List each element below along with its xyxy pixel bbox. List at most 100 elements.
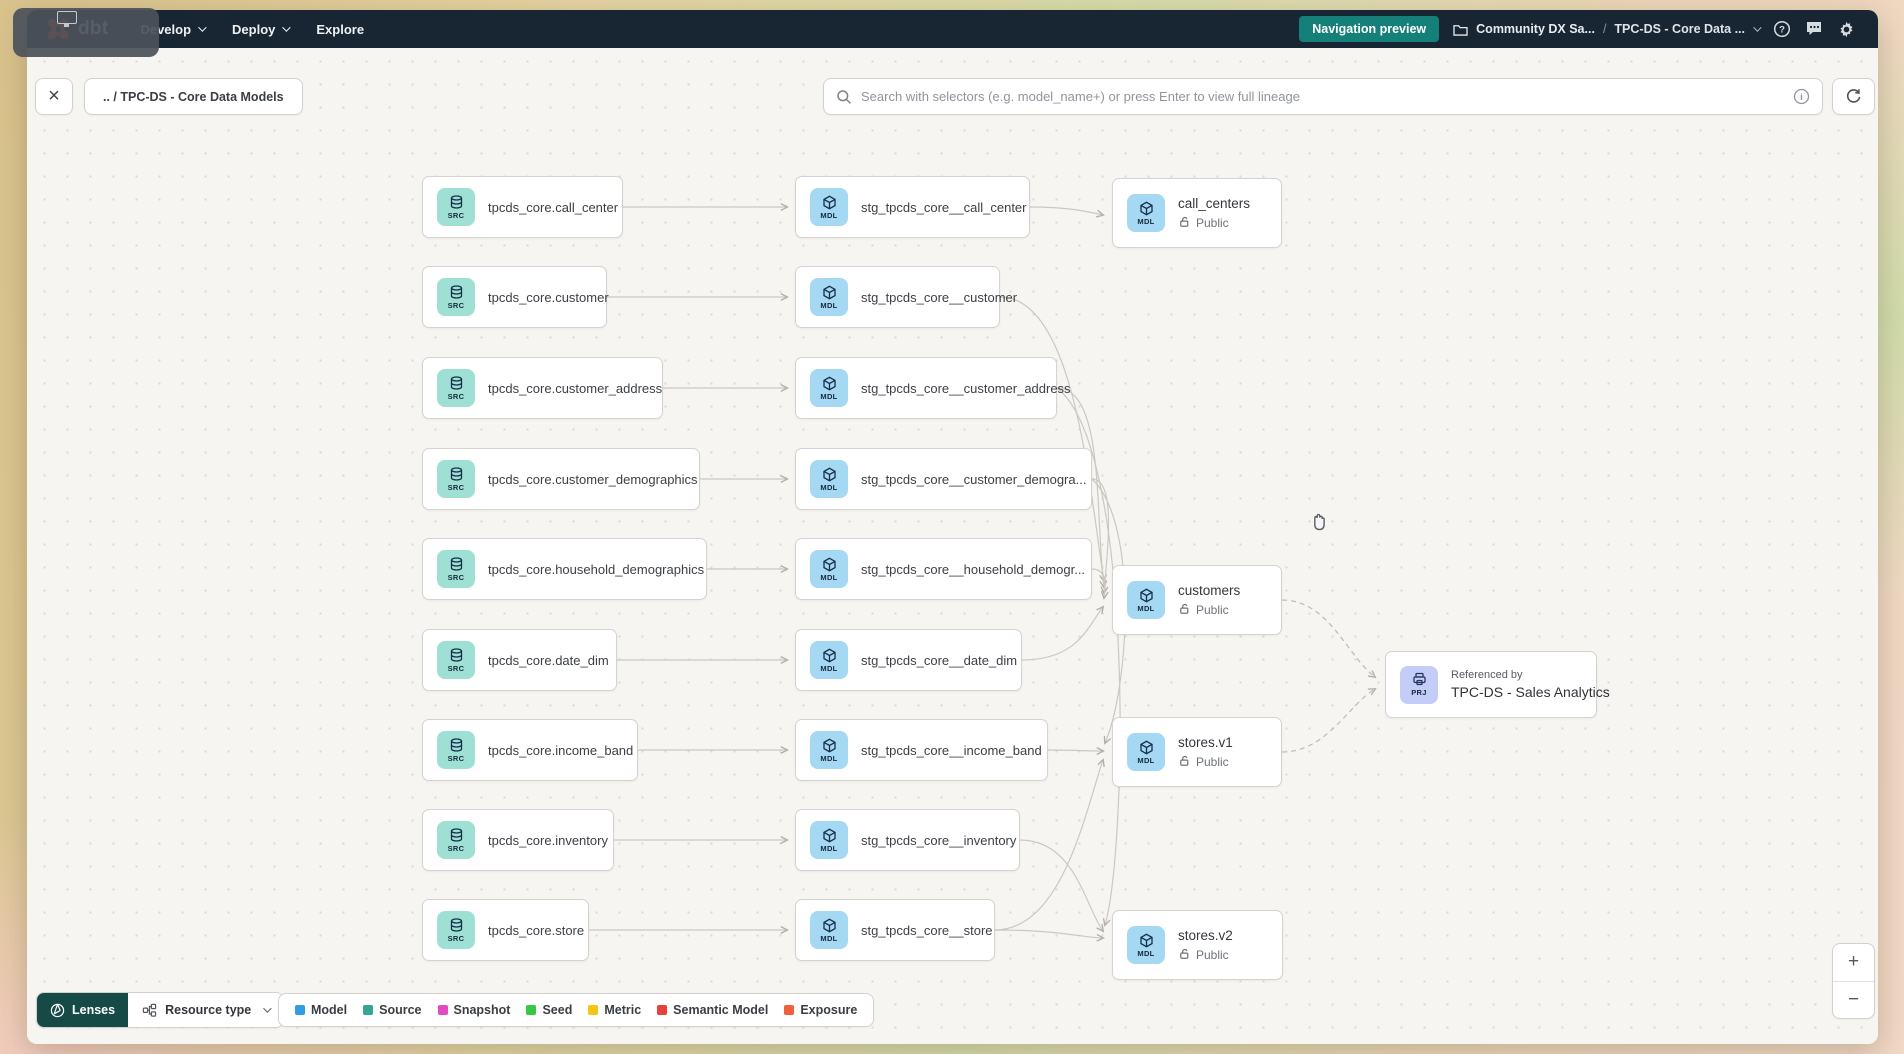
exposure-swatch <box>784 1005 795 1015</box>
chevron-down-icon <box>263 1004 272 1013</box>
model-icon: MDL <box>810 911 848 949</box>
chevron-down-icon[interactable] <box>1753 23 1762 32</box>
folder-icon <box>1453 24 1468 36</box>
source-icon: SRC <box>437 731 475 769</box>
breadcrumb: Community DX Sa... / TPC-DS - Core Data … <box>1453 22 1762 36</box>
zoom-out-button[interactable]: − <box>1847 988 1860 1010</box>
access-badge: Public <box>1196 602 1229 617</box>
feedback-icon[interactable] <box>1805 20 1823 38</box>
snapshot-swatch <box>437 1005 448 1015</box>
model-swatch <box>295 1005 305 1015</box>
source-icon: SRC <box>437 641 475 679</box>
lenses-toolbar: Lenses Resource type <box>36 992 285 1028</box>
zoom-in-button[interactable]: + <box>1833 944 1874 982</box>
model-icon: MDL <box>810 821 848 859</box>
lineage-canvas[interactable]: × .. / TPC-DS - Core Data Models i SRCtp… <box>27 48 1878 1044</box>
model-icon: MDL <box>810 731 848 769</box>
model-icon: MDL <box>810 641 848 679</box>
nav-deploy[interactable]: Deploy <box>232 22 292 37</box>
model-icon: MDL <box>810 550 848 588</box>
semantic-model-swatch <box>657 1005 668 1015</box>
chevron-down-icon <box>198 23 207 32</box>
source-icon: SRC <box>437 821 475 859</box>
source-icon: SRC <box>437 460 475 498</box>
access-badge: Public <box>1196 947 1229 962</box>
metric-swatch <box>588 1005 599 1015</box>
legend-item-seed: Seed <box>526 1003 572 1017</box>
refresh-lineage-button[interactable] <box>1832 78 1875 115</box>
project-icon: PRJ <box>1400 665 1438 704</box>
svg-text:i: i <box>1800 92 1803 103</box>
legend-item-metric: Metric <box>588 1003 641 1017</box>
access-badge: Public <box>1196 215 1229 230</box>
lineage-search: i <box>823 78 1823 115</box>
source-icon: SRC <box>437 911 475 949</box>
source-icon: SRC <box>437 188 475 226</box>
chevron-down-icon <box>282 23 292 32</box>
lock-open-icon <box>1180 756 1189 767</box>
resource-type-legend: Model Source Snapshot Seed Metric Semant… <box>278 993 875 1027</box>
model-icon: MDL <box>1127 926 1165 964</box>
source-swatch <box>363 1005 374 1015</box>
info-icon[interactable]: i <box>1793 88 1810 105</box>
resource-type-dropdown[interactable]: Resource type <box>128 993 284 1027</box>
lineage-breadcrumb-chip[interactable]: .. / TPC-DS - Core Data Models <box>84 78 303 115</box>
refresh-icon <box>1846 89 1861 103</box>
top-navbar: dbt Develop Deploy Explore Navigation pr… <box>27 10 1878 48</box>
lenses-button[interactable]: Lenses <box>37 993 129 1027</box>
main-nav: Develop Deploy Explore <box>140 22 364 37</box>
legend-item-source: Source <box>363 1003 422 1017</box>
search-icon <box>837 89 851 104</box>
legend-item-snapshot: Snapshot <box>437 1003 510 1017</box>
seed-swatch <box>526 1005 537 1015</box>
resource-graph-icon <box>142 1003 157 1017</box>
screen-capture-tab <box>13 8 159 57</box>
help-icon[interactable]: ? <box>1773 20 1791 38</box>
navigation-preview-button[interactable]: Navigation preview <box>1299 16 1440 42</box>
legend-item-exposure: Exposure <box>784 1003 857 1017</box>
model-icon: MDL <box>810 278 848 316</box>
gear-icon[interactable] <box>1837 20 1856 39</box>
dbt-cloud-window: dbt Develop Deploy Explore Navigation pr… <box>27 10 1878 1044</box>
account-name[interactable]: Community DX Sa... <box>1476 22 1595 36</box>
legend-item-semantic-model: Semantic Model <box>657 1003 768 1017</box>
model-icon: MDL <box>810 369 848 407</box>
zoom-controls: + − <box>1832 943 1875 1019</box>
close-lineage-button[interactable]: × <box>35 78 73 115</box>
source-icon: SRC <box>437 369 475 407</box>
model-icon: MDL <box>810 460 848 498</box>
lens-aperture-icon <box>50 1003 65 1017</box>
monitor-icon <box>57 11 77 27</box>
model-icon: MDL <box>1127 733 1165 771</box>
nav-explore[interactable]: Explore <box>316 21 365 37</box>
model-icon: MDL <box>810 188 848 226</box>
source-icon: SRC <box>437 550 475 588</box>
access-badge: Public <box>1196 754 1229 769</box>
search-input[interactable] <box>861 89 1784 104</box>
source-icon: SRC <box>437 278 475 316</box>
project-name[interactable]: TPC-DS - Core Data ... <box>1614 22 1745 36</box>
